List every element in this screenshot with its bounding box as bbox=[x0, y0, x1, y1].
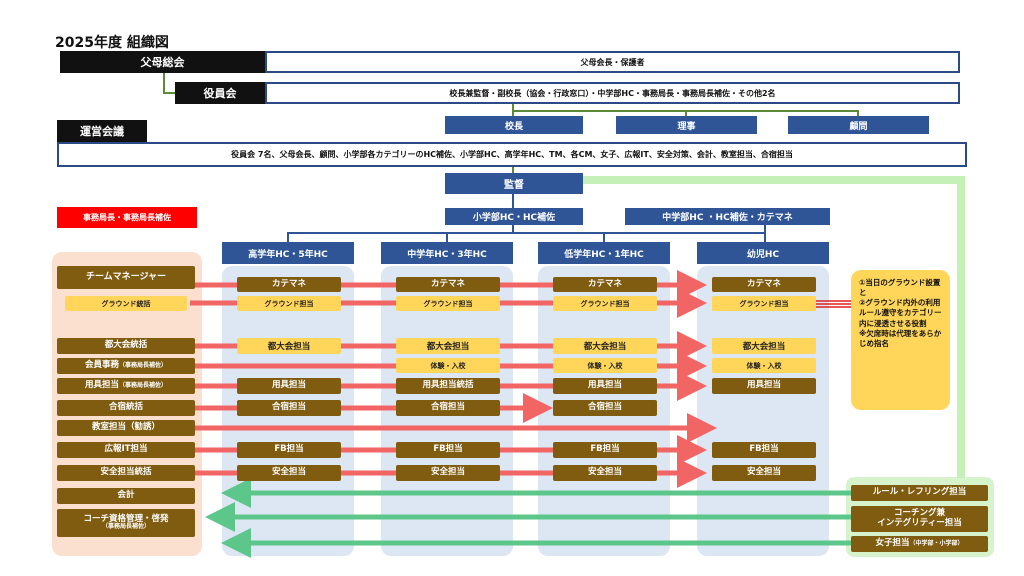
kinder-trial: 体験・入校 bbox=[712, 358, 816, 373]
equipment-box: 用具担当（事務局長補佐） bbox=[57, 378, 195, 394]
kinder-equipment: 用具担当 bbox=[712, 378, 816, 394]
lower-safety: 安全担当 bbox=[553, 465, 657, 481]
upper-fb: FB担当 bbox=[237, 442, 341, 458]
lower-tournament: 都大会担当 bbox=[553, 338, 657, 354]
middle-grade-hc-box: 中学年HC・3年HC bbox=[381, 242, 513, 264]
coach-box: 監督 bbox=[445, 173, 583, 194]
officers-label: 役員会 bbox=[175, 82, 265, 104]
connector-line bbox=[287, 232, 289, 242]
connector-line bbox=[163, 73, 165, 93]
pr-it-box: 広報IT担当 bbox=[57, 442, 195, 458]
middle-tournament: 都大会担当 bbox=[396, 338, 500, 354]
middle-equipment-lead: 用具担当統括 bbox=[396, 378, 500, 394]
secretariat-box: 事務局長・事務局長補佐 bbox=[57, 207, 197, 228]
page-title: 2025年度 組織図 bbox=[55, 35, 169, 51]
safety-lead-box: 安全担当統括 bbox=[57, 465, 195, 481]
upper-safety: 安全担当 bbox=[237, 465, 341, 481]
middle-trial: 体験・入校 bbox=[396, 358, 500, 373]
lower-camp: 合宿担当 bbox=[553, 400, 657, 416]
connector-line bbox=[685, 110, 687, 118]
middle-safety: 安全担当 bbox=[396, 465, 500, 481]
junior-hc-box: 中学部HC ・HC補佐・カテマネ bbox=[625, 208, 830, 225]
lower-grade-hc-box: 低学年HC・1年HC bbox=[538, 242, 670, 264]
membership-box: 会員事務（事務局長補佐） bbox=[57, 358, 195, 374]
lower-ground: グラウンド担当 bbox=[553, 296, 657, 311]
coaching-integrity-box: コーチング兼インテグリティー担当 bbox=[851, 506, 988, 532]
lower-equipment: 用具担当 bbox=[553, 378, 657, 394]
upper-equipment: 用具担当 bbox=[237, 378, 341, 394]
middle-camp: 合宿担当 bbox=[396, 400, 500, 416]
parents-assembly-desc: 父母会長・保護者 bbox=[265, 51, 960, 73]
steering-label: 運営会議 bbox=[57, 120, 147, 142]
connector-line bbox=[512, 166, 514, 174]
accounting-box: 会計 bbox=[57, 488, 195, 504]
advisor-box: 顧問 bbox=[788, 116, 929, 134]
connector-line bbox=[512, 225, 514, 233]
ground-lead-box: グラウンド統括 bbox=[65, 296, 187, 311]
upper-catemane: カテマネ bbox=[237, 277, 341, 292]
middle-fb: FB担当 bbox=[396, 442, 500, 458]
connector-line bbox=[163, 92, 175, 94]
middle-ground: グラウンド担当 bbox=[396, 296, 500, 311]
connector-line bbox=[446, 232, 448, 242]
tournament-lead-box: 都大会統括 bbox=[57, 338, 195, 354]
upper-ground: グラウンド担当 bbox=[237, 296, 341, 311]
camp-lead-box: 合宿統括 bbox=[57, 400, 195, 416]
kinder-catemane: カテマネ bbox=[712, 277, 816, 292]
elementary-hc-box: 小学部HC・HC補佐 bbox=[445, 208, 583, 225]
coach-qualification-box: コーチ資格管理・啓発（事務局長補佐） bbox=[57, 509, 195, 537]
lower-fb: FB担当 bbox=[553, 442, 657, 458]
kinder-safety: 安全担当 bbox=[712, 465, 816, 481]
ground-role-note: ①当日のグラウンド設置と ②グラウンド内外の利用ルール遵守をカテゴリー内に浸透さ… bbox=[851, 270, 950, 410]
kinder-tournament: 都大会担当 bbox=[712, 338, 816, 354]
connector-line-light bbox=[583, 176, 965, 184]
lower-catemane: カテマネ bbox=[553, 277, 657, 292]
connector-line bbox=[764, 225, 766, 242]
classroom-box: 教室担当（勧誘） bbox=[57, 420, 195, 436]
parents-assembly-label: 父母総会 bbox=[60, 51, 265, 73]
lower-trial: 体験・入校 bbox=[553, 358, 657, 373]
middle-catemane: カテマネ bbox=[396, 277, 500, 292]
kinder-hc-box: 幼児HC bbox=[697, 242, 829, 264]
upper-tournament: 都大会担当 bbox=[237, 338, 341, 354]
team-manager-box: チームマネージャー bbox=[57, 266, 195, 289]
rule-referee-box: ルール・レフリング担当 bbox=[851, 485, 988, 501]
connector-line bbox=[603, 232, 605, 242]
girls-box: 女子担当（中学部・小学部） bbox=[851, 536, 988, 552]
connector-line bbox=[512, 194, 514, 208]
upper-camp: 合宿担当 bbox=[237, 400, 341, 416]
officers-desc: 校長兼監督・副校長（協会・行政窓口）・中学部HC・事務局長・事務局長補佐・その他… bbox=[265, 82, 960, 104]
connector-line-light bbox=[957, 176, 965, 478]
connector-line bbox=[287, 232, 766, 234]
connector-line bbox=[857, 110, 859, 118]
kinder-ground: グラウンド担当 bbox=[712, 296, 816, 311]
upper-grade-hc-box: 高学年HC・5年HC bbox=[222, 242, 354, 264]
kinder-fb: FB担当 bbox=[712, 442, 816, 458]
kinder-panel bbox=[697, 266, 829, 556]
steering-desc: 役員会 7名、父母会長、顧問、小学部各カテゴリーのHC補佐、小学部HC、高学年H… bbox=[57, 142, 967, 167]
principal-box: 校長 bbox=[445, 116, 583, 134]
director-box: 理事 bbox=[616, 116, 757, 134]
